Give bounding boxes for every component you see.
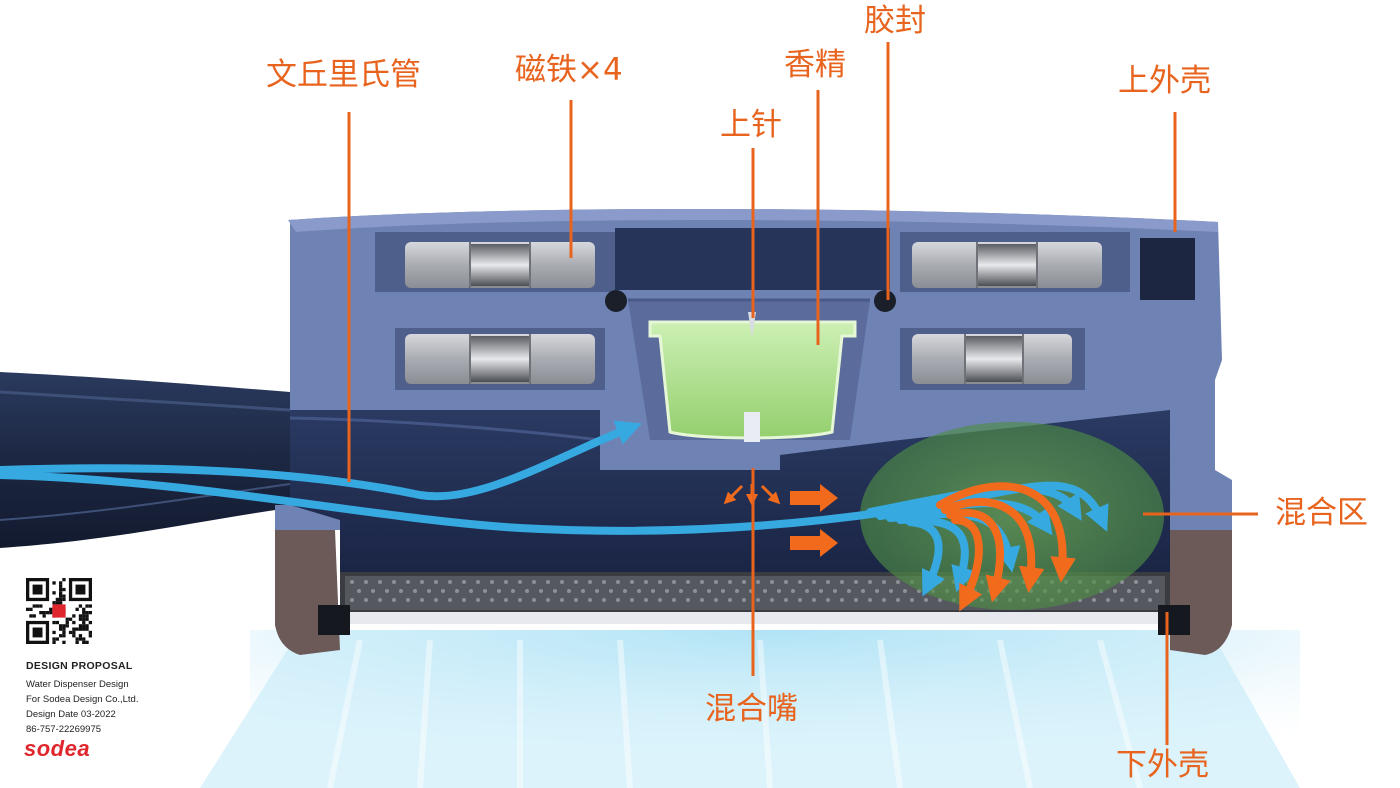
- water-spray: [200, 630, 1300, 788]
- label-lower-shell: 下外壳: [1116, 747, 1209, 783]
- info-title: DESIGN PROPOSAL: [26, 660, 133, 672]
- magnet-upper-right: [912, 242, 1102, 288]
- magnet-lower-left: [405, 334, 595, 384]
- brand-logo: sodea: [24, 736, 91, 761]
- inlet-hose: [0, 372, 291, 548]
- qr-code: [26, 578, 92, 644]
- label-mixing-nozzle: 混合嘴: [705, 691, 798, 727]
- info-line-3: Design Date 03-2022: [26, 709, 116, 720]
- upper-needle: [748, 312, 756, 338]
- label-upper-shell: 上外壳: [1118, 63, 1211, 99]
- info-phone: 86-757-22269975: [26, 724, 102, 735]
- label-magnets: 磁铁×4: [515, 52, 623, 88]
- leader-lines: [347, 42, 1258, 745]
- venturi-outflow-arrows: [790, 484, 838, 557]
- label-venturi-tube: 文丘里氏管: [266, 57, 421, 93]
- fragrance-cup: [648, 320, 857, 442]
- label-fragrance: 香精: [784, 47, 846, 83]
- label-mixing-zone: 混合区: [1275, 495, 1368, 531]
- magnet-lower-right: [912, 334, 1072, 384]
- magnet-upper-left: [405, 242, 595, 288]
- info-line-1: Water Dispenser Design: [26, 679, 129, 690]
- info-line-2: For Sodea Design Co.,Ltd.: [26, 694, 139, 705]
- label-upper-needle: 上针: [720, 107, 782, 143]
- label-seal: 胶封: [864, 3, 926, 39]
- magnets: [405, 242, 1102, 384]
- fragrance-flow-arrows: [936, 482, 1076, 612]
